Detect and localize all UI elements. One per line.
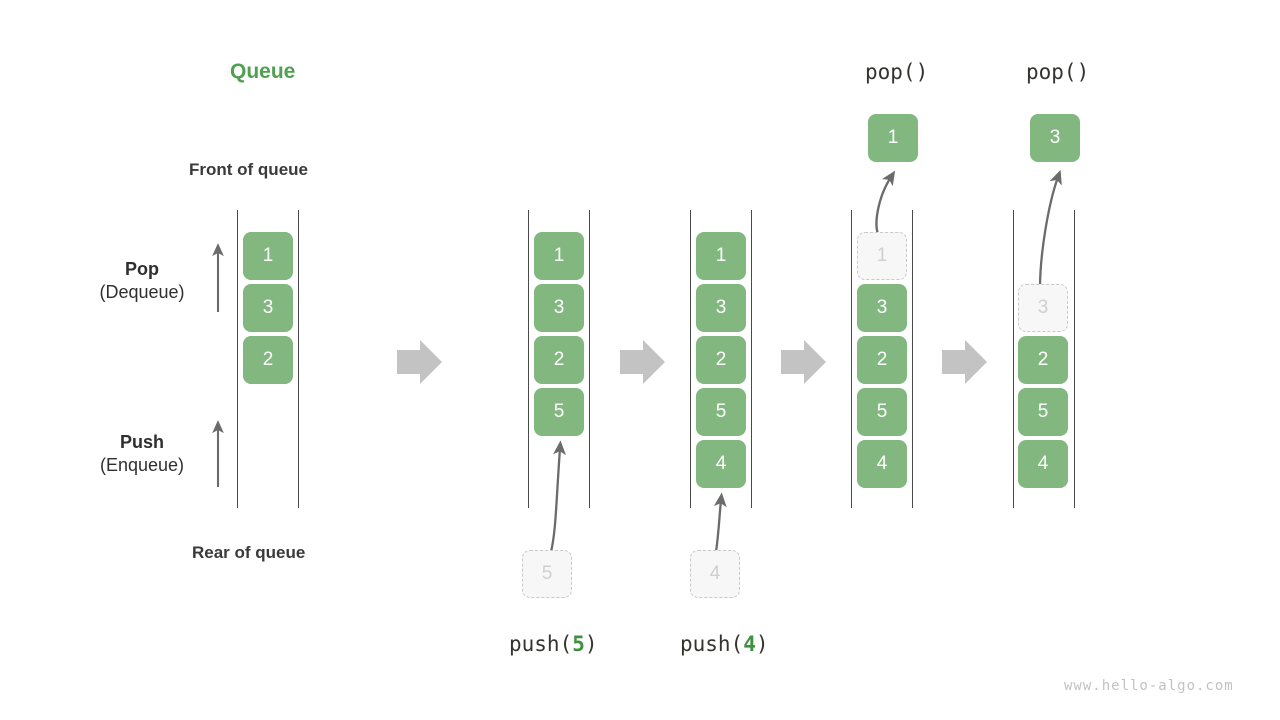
rail-right: [912, 210, 914, 508]
queue-cell: 5: [857, 388, 907, 436]
pop-label-group: Pop (Dequeue): [78, 258, 206, 305]
queue-cell: 2: [857, 336, 907, 384]
queue-cell: 5: [696, 388, 746, 436]
queue-cell: 3: [243, 284, 293, 332]
queue-cell: 2: [1018, 336, 1068, 384]
pop-2-op-label: pop(): [1026, 60, 1090, 84]
front-of-queue-label: Front of queue: [189, 160, 308, 179]
queue-cell: 4: [1018, 440, 1068, 488]
push-5-motion-arrow: [549, 440, 566, 553]
push-4-close: ): [755, 632, 769, 656]
step-arrow-3: [781, 340, 826, 384]
rail-left: [237, 210, 239, 508]
push-4-value: 4: [743, 632, 756, 656]
pop-1-motion-arrow: [875, 170, 896, 237]
watermark: www.hello-algo.com: [1064, 678, 1234, 694]
step-arrow-2: [620, 340, 665, 384]
rail-right: [298, 210, 300, 508]
push-4-op-label: push(4): [680, 632, 769, 656]
incoming-element: 5: [522, 550, 572, 598]
rear-of-queue-label: Rear of queue: [192, 543, 306, 562]
pop-2-motion-arrow: [1038, 169, 1062, 289]
queue-cell: 4: [696, 440, 746, 488]
pop-label: Pop: [125, 259, 159, 279]
rail-left: [528, 210, 530, 508]
push-4-motion-arrow: [713, 492, 727, 553]
queue-cell: 5: [534, 388, 584, 436]
popped-element: 1: [868, 114, 918, 162]
push-sublabel: (Enqueue): [99, 455, 185, 476]
push-5-close: ): [584, 632, 598, 656]
queue-cell: 1: [857, 232, 907, 280]
step-arrow-4: [942, 340, 987, 384]
queue-cell: 2: [696, 336, 746, 384]
incoming-element: 4: [690, 550, 740, 598]
push-5-value: 5: [572, 632, 585, 656]
push-4-fn: push(: [680, 632, 744, 656]
queue-cell: 3: [1018, 284, 1068, 332]
queue-cell: 4: [857, 440, 907, 488]
popped-element: 3: [1030, 114, 1080, 162]
queue-cell: 1: [243, 232, 293, 280]
queue-cell: 3: [534, 284, 584, 332]
push-label-group: Push (Enqueue): [78, 431, 206, 478]
queue-cell: 1: [696, 232, 746, 280]
rail-left: [851, 210, 853, 508]
pop-1-op-label: pop(): [865, 60, 929, 84]
queue-cell: 3: [857, 284, 907, 332]
push-5-op-label: push(5): [509, 632, 598, 656]
queue-cell: 3: [696, 284, 746, 332]
pop-sublabel: (Dequeue): [99, 282, 185, 303]
page-title: Queue: [230, 60, 296, 83]
queue-cell: 1: [534, 232, 584, 280]
queue-cell: 2: [534, 336, 584, 384]
queue-cell: 5: [1018, 388, 1068, 436]
rail-right: [1074, 210, 1076, 508]
queue-cell: 2: [243, 336, 293, 384]
rail-right: [589, 210, 591, 508]
rail-left: [690, 210, 692, 508]
rail-right: [751, 210, 753, 508]
push-label: Push: [119, 432, 164, 452]
push-5-fn: push(: [509, 632, 573, 656]
rail-left: [1013, 210, 1015, 508]
step-arrow-1: [397, 340, 442, 384]
